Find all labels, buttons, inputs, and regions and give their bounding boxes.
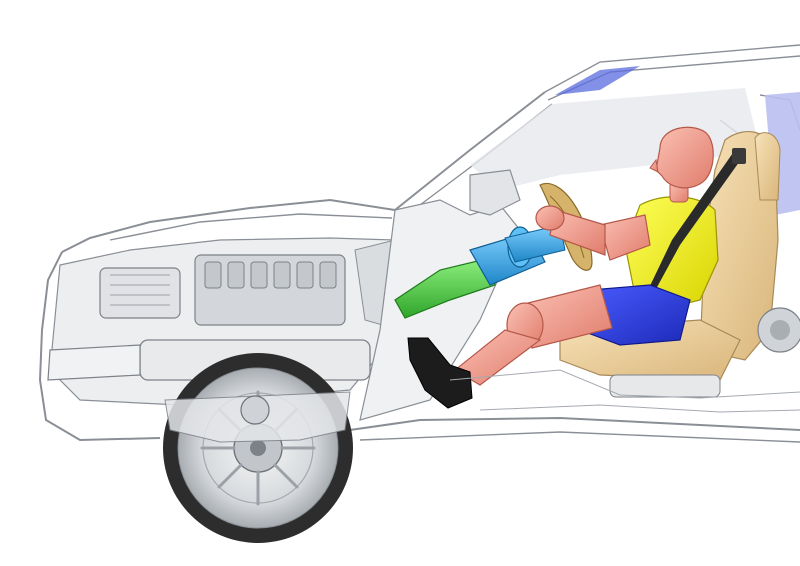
seat-rail <box>609 374 721 398</box>
front-wheel <box>163 353 353 543</box>
dashboard <box>469 169 521 216</box>
dummy-shoe <box>407 337 473 409</box>
roof-rail <box>555 66 640 95</box>
crash-test-dummy <box>407 126 746 409</box>
dummy-lower-leg <box>453 329 542 386</box>
floor-structure <box>449 369 800 413</box>
belt-anchor <box>732 148 746 164</box>
windshield-glass <box>470 88 760 190</box>
headrest <box>754 132 781 201</box>
dummy-hand <box>535 205 565 231</box>
engine-bay <box>47 237 401 406</box>
seat-belt <box>640 150 742 305</box>
dummy-upper-arm <box>599 214 651 261</box>
pedal-bracket <box>394 257 496 319</box>
dummy-head <box>655 126 714 189</box>
